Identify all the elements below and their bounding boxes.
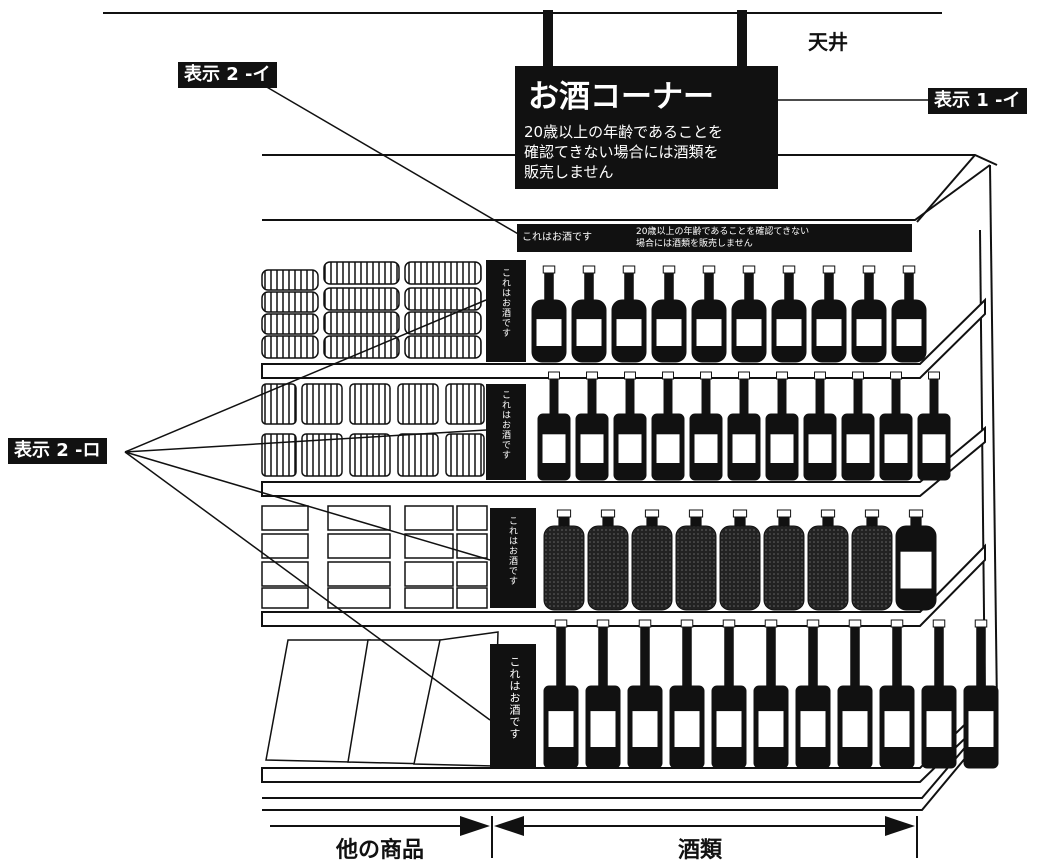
bottle [838, 620, 872, 768]
bottle [670, 620, 704, 768]
label-display-2-ro: 表示 2 -ロ [8, 438, 107, 464]
bottle [896, 510, 936, 610]
bottle [728, 372, 760, 480]
bottle [544, 620, 578, 768]
label-other-goods: 他の商品 [336, 832, 424, 864]
hanging-sign-body: 20歳以上の年齢であることを 確認てきない場合には酒類を 販売しません [524, 122, 723, 182]
other-goods-bowls [262, 262, 481, 358]
strip-right-line-2: 場合には酒類を販売しません [636, 238, 753, 250]
bottle [852, 510, 892, 610]
bottle [614, 372, 646, 480]
bottle [712, 620, 746, 768]
bottle [692, 266, 726, 362]
label-alcohol: 酒類 [678, 832, 722, 864]
bottle [538, 372, 570, 480]
bottle [764, 510, 804, 610]
bottle [812, 266, 846, 362]
shelf-sign-text-2: これはお酒です [499, 390, 512, 460]
bottle [532, 266, 566, 362]
bottle [652, 372, 684, 480]
bottle [732, 266, 766, 362]
bottle [572, 266, 606, 362]
bottle [676, 510, 716, 610]
bottle [632, 510, 672, 610]
bottle [766, 372, 798, 480]
bottle [808, 510, 848, 610]
bottle [918, 372, 950, 480]
sign-post-left [543, 10, 553, 68]
bottle [922, 620, 956, 768]
strip-left-text: これはお酒です [522, 232, 592, 244]
other-goods-packs [262, 506, 487, 608]
alcohol-bottles [532, 266, 998, 768]
label-display-1-i: 表示 1 -イ [928, 88, 1027, 114]
bottle [964, 620, 998, 768]
other-goods-cups [262, 384, 484, 476]
hanging-sign-line-3: 販売しません [524, 162, 723, 182]
sign-post-right [737, 10, 747, 68]
hanging-sign-title: お酒コーナー [528, 78, 714, 116]
bottle [892, 266, 926, 362]
bottle [720, 510, 760, 610]
bottle [880, 372, 912, 480]
bottle [652, 266, 686, 362]
bottle [880, 620, 914, 768]
hanging-sign-line-2: 確認てきない場合には酒類を [524, 142, 723, 162]
bottle [576, 372, 608, 480]
ceiling-label: 天井 [808, 26, 848, 55]
label-display-2-i: 表示 2 -イ [178, 62, 277, 88]
bottle [842, 372, 874, 480]
bottle [852, 266, 886, 362]
bottle [588, 510, 628, 610]
bottle [690, 372, 722, 480]
bottle [586, 620, 620, 768]
shelf-sign-text-1: これはお酒です [499, 268, 512, 338]
shelf-sign-text-4: これはお酒です [506, 656, 522, 740]
other-goods-bags [266, 632, 498, 766]
bottle [804, 372, 836, 480]
bottle [772, 266, 806, 362]
bottle [544, 510, 584, 610]
bottle [628, 620, 662, 768]
bottle [796, 620, 830, 768]
bottle [612, 266, 646, 362]
shelf-sign-text-3: これはお酒です [506, 516, 519, 586]
bottle [754, 620, 788, 768]
hanging-sign-line-1: 20歳以上の年齢であることを [524, 122, 723, 142]
strip-right-line-1: 20歳以上の年齢であることを確認てきない [636, 226, 809, 238]
